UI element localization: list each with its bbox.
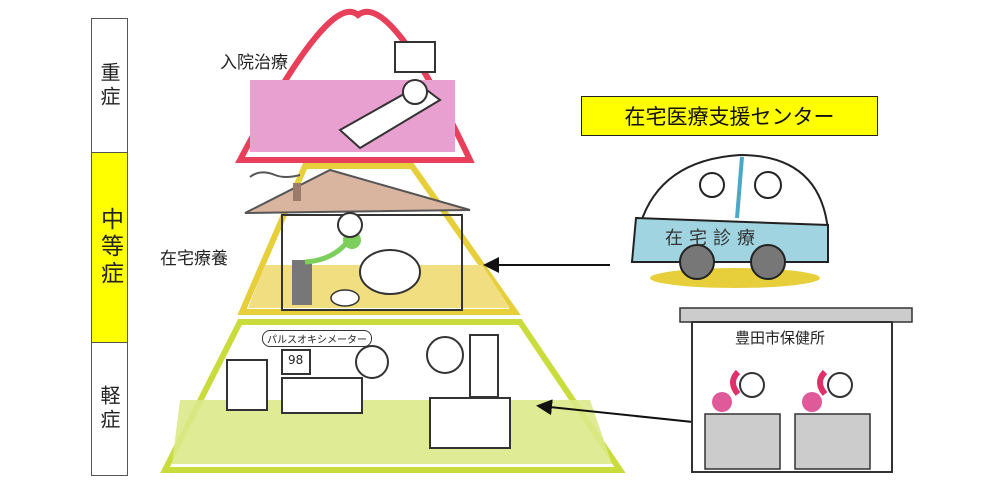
home-visit-car <box>630 153 829 288</box>
severity-severe: 重症 <box>91 18 128 153</box>
health-center-label: 豊田市保健所 <box>735 329 826 347</box>
health-center-building <box>679 307 913 473</box>
support-center-title: 在宅医療支援センター <box>581 96 878 136</box>
severity-mild: 軽症 <box>91 342 128 476</box>
hospital-treatment-label: 入院治療 <box>220 53 288 73</box>
severity-moderate: 中等症 <box>91 152 128 343</box>
oximeter-reading: 98 <box>288 353 304 367</box>
oximeter-label: パルスオキシメーター <box>262 330 372 347</box>
home-care-label: 在宅療養 <box>160 249 228 269</box>
arrow-to-mild <box>536 399 694 423</box>
hospital-level-dome <box>235 8 475 163</box>
mild-level-scene <box>226 334 511 449</box>
car-label: 在宅診療 <box>665 228 761 249</box>
house-illustration <box>244 168 471 311</box>
